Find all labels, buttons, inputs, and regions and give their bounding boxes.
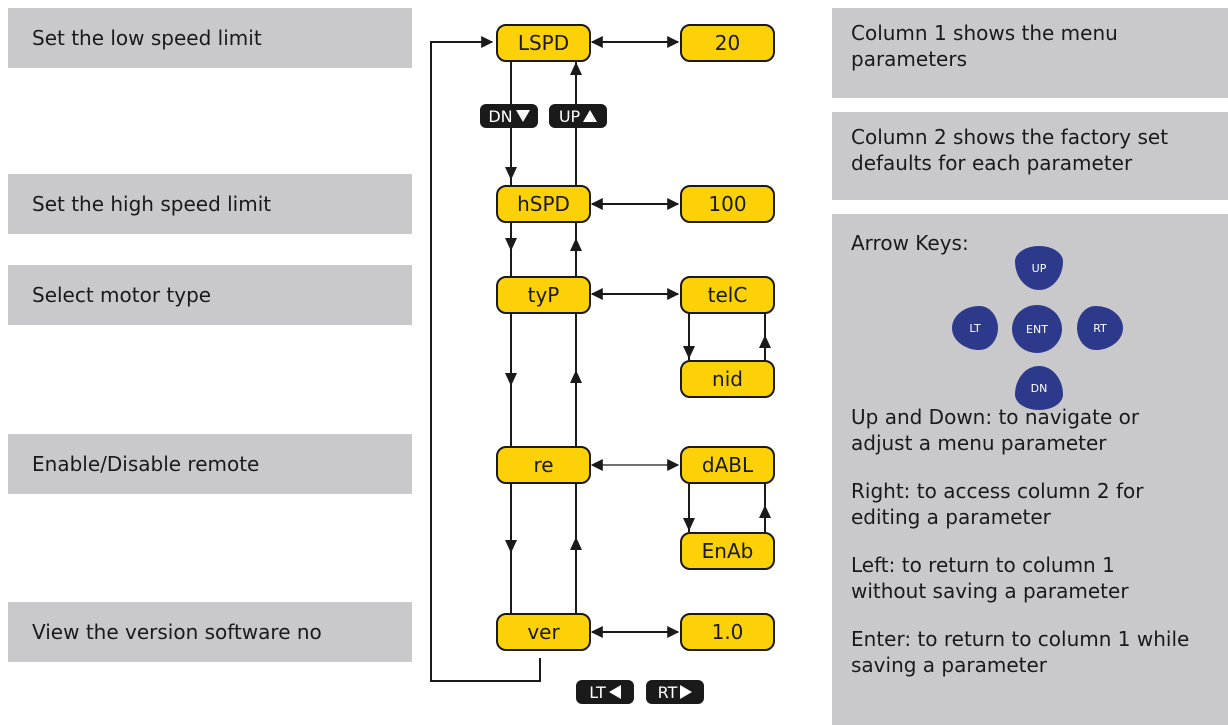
keypad-down-text: DN	[1030, 381, 1048, 395]
arrowhead-down	[683, 346, 695, 359]
arrowhead-down	[505, 373, 517, 386]
keypad-up-text: UP	[1031, 261, 1047, 275]
menu-node-lspd: LSPD	[496, 24, 591, 62]
keypad-enter-icon: ENT	[1012, 305, 1062, 353]
description-motor-type: Select motor type	[8, 265, 412, 325]
arrowhead-down	[505, 238, 517, 251]
dn-key-text: DN	[488, 106, 513, 126]
info-column1-text: Column 1 shows the menu parameters	[851, 21, 1118, 71]
menu-node-hspd: hSPD	[496, 185, 591, 223]
keypad-right-icon: RT	[1077, 306, 1123, 350]
keypad-up-icon: UP	[1015, 246, 1063, 290]
up-key-text: UP	[558, 106, 581, 126]
arrowhead-up	[570, 370, 582, 383]
arrow-keys-title: Arrow Keys:	[851, 231, 969, 255]
value-node-hspd: 100	[680, 185, 775, 223]
lt-key-label: LT	[576, 680, 634, 704]
info-panel-column1: Column 1 shows the menu parameters	[832, 8, 1228, 98]
menu-node-re: re	[496, 446, 591, 484]
arrowhead-up	[759, 335, 771, 348]
instruction-up-down: Up and Down: to navigate or adjust a men…	[851, 405, 1140, 455]
spacer	[851, 456, 1228, 478]
keypad-enter-text: ENT	[1026, 322, 1048, 336]
description-low-speed: Set the low speed limit	[8, 8, 412, 68]
info-column2-text: Column 2 shows the factory set defaults …	[851, 125, 1169, 175]
spacer	[851, 604, 1228, 626]
value-node-enab: EnAb	[680, 532, 775, 570]
info-panel-column2: Column 2 shows the factory set defaults …	[832, 112, 1228, 200]
instruction-right: Right: to access column 2 for editing a …	[851, 479, 1144, 529]
keypad-right-text: RT	[1093, 321, 1107, 335]
up-key-label: UP	[549, 104, 607, 128]
arrowhead-up	[570, 537, 582, 550]
arrowhead-up	[759, 505, 771, 518]
loop-back-line	[430, 36, 541, 682]
lt-key-text: LT	[589, 682, 606, 702]
keypad-left-text: LT	[969, 321, 981, 335]
description-version: View the version software no	[8, 602, 412, 662]
arrowhead-down	[505, 167, 517, 180]
keypad-left-icon: LT	[952, 306, 998, 350]
value-node-telc: telC	[680, 276, 775, 314]
menu-node-typ: tyP	[496, 276, 591, 314]
arrowhead-down	[505, 540, 517, 553]
menu-node-ver: ver	[496, 613, 591, 651]
value-node-lspd: 20	[680, 24, 775, 62]
info-panel-arrow-keys: Arrow Keys: Up and Down: to navigate or …	[832, 214, 1228, 725]
instruction-left: Left: to return to column 1 without savi…	[851, 553, 1129, 603]
keypad-down-icon: DN	[1015, 366, 1063, 410]
value-node-nid: nid	[680, 360, 775, 398]
rt-key-label: RT	[646, 680, 704, 704]
triangle-down-icon	[515, 110, 530, 122]
rt-key-text: RT	[657, 682, 678, 702]
description-high-speed: Set the high speed limit	[8, 174, 412, 234]
arrowhead-down	[683, 518, 695, 531]
arrowhead-up	[570, 62, 582, 75]
dn-key-label: DN	[480, 104, 538, 128]
arrowhead-up	[570, 238, 582, 251]
triangle-right-icon	[680, 685, 693, 699]
instruction-enter: Enter: to return to column 1 while savin…	[851, 627, 1190, 677]
triangle-left-icon	[608, 685, 621, 699]
triangle-up-icon	[583, 110, 598, 122]
value-node-ver: 1.0	[680, 613, 775, 651]
value-node-dabl: dABL	[680, 446, 775, 484]
spacer	[851, 530, 1228, 552]
description-remote: Enable/Disable remote	[8, 434, 412, 494]
